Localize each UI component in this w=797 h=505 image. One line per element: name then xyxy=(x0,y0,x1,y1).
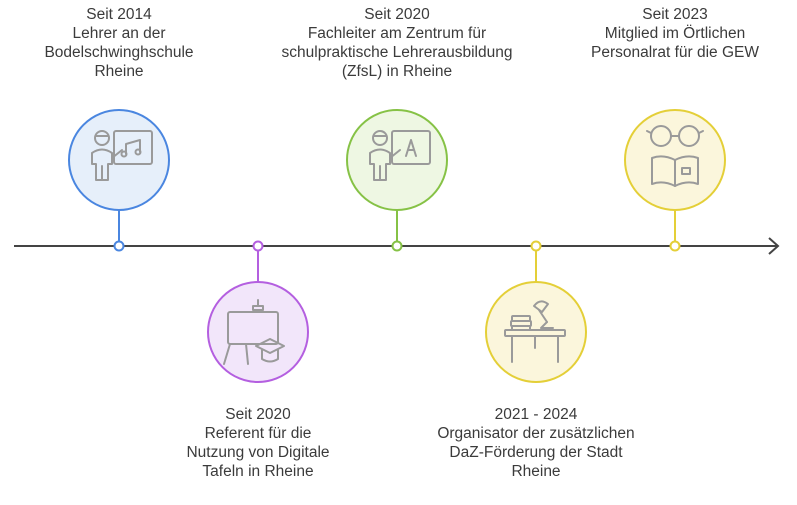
event-1-date: Seit 2014 xyxy=(86,6,152,23)
event-2-label: Seit 2020 Referent für die Nutzung von D… xyxy=(158,405,358,481)
digital-board-graduation-icon xyxy=(223,299,285,365)
event-4-marker xyxy=(485,240,587,383)
event-1-line: Bodelschwinghschule xyxy=(44,44,194,61)
event-3-line: (ZfsL) in Rheine xyxy=(341,63,453,80)
event-2-date: Seit 2020 xyxy=(225,406,291,423)
event-5-line: Mitglied im Örtlichen xyxy=(604,25,746,42)
event-4-circle xyxy=(485,281,587,383)
event-2-line: Tafeln in Rheine xyxy=(202,463,314,480)
event-4-line: DaZ-Förderung der Stadt xyxy=(449,444,623,461)
event-5-label: Seit 2023 Mitglied im Örtlichen Personal… xyxy=(565,5,785,62)
event-4-label: 2021 - 2024 Organisator der zusätzlichen… xyxy=(406,405,666,481)
event-1-line: Rheine xyxy=(94,63,144,80)
event-1-dot xyxy=(113,240,125,252)
event-3-marker xyxy=(346,109,448,252)
teacher-board-icon xyxy=(369,130,431,181)
event-5-marker xyxy=(624,109,726,252)
desk-lamp-books-icon xyxy=(504,300,566,363)
music-teacher-icon xyxy=(91,130,153,181)
event-3-line: schulpraktische Lehrerausbildung xyxy=(281,44,513,61)
event-5-dot xyxy=(669,240,681,252)
event-2-dot xyxy=(252,240,264,252)
event-1-circle xyxy=(68,109,170,211)
event-3-line: Fachleiter am Zentrum für xyxy=(307,25,487,42)
event-5-date: Seit 2023 xyxy=(642,6,708,23)
event-1-label: Seit 2014 Lehrer an der Bodelschwinghsch… xyxy=(19,5,219,81)
event-2-marker xyxy=(207,240,309,383)
event-2-circle xyxy=(207,281,309,383)
timeline-arrow-head xyxy=(768,237,780,255)
event-1-line: Lehrer an der xyxy=(72,25,166,42)
event-3-date: Seit 2020 xyxy=(364,6,430,23)
event-2-line: Referent für die xyxy=(204,425,312,442)
event-3-dot xyxy=(391,240,403,252)
event-5-line: Personalrat für die GEW xyxy=(591,44,759,61)
event-4-date: 2021 - 2024 xyxy=(494,406,578,423)
reader-glasses-icon xyxy=(646,125,704,187)
event-4-line: Rheine xyxy=(511,463,561,480)
event-2-line: Nutzung von Digitale xyxy=(186,444,330,461)
event-3-circle xyxy=(346,109,448,211)
event-3-label: Seit 2020 Fachleiter am Zentrum für schu… xyxy=(257,5,537,81)
event-1-marker xyxy=(68,109,170,252)
event-4-line: Organisator der zusätzlichen xyxy=(437,425,635,442)
event-4-dot xyxy=(530,240,542,252)
